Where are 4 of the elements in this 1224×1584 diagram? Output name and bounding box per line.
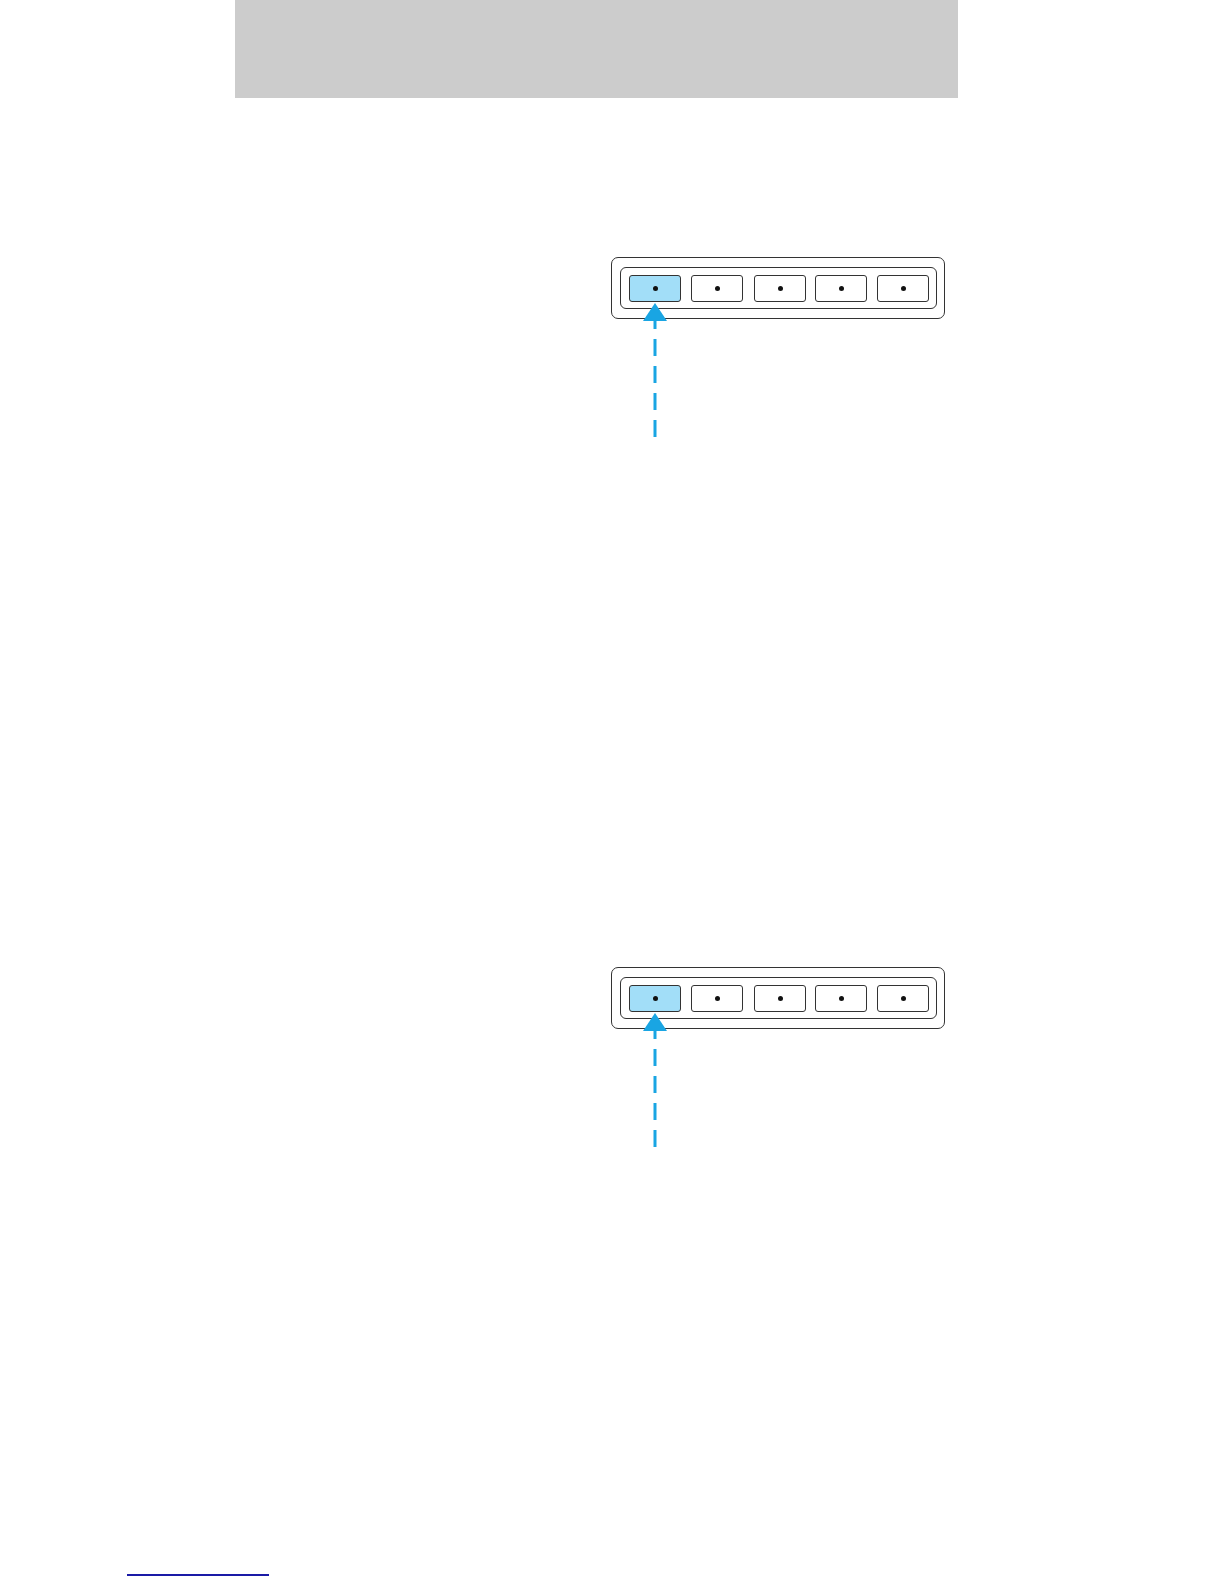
keypad-button — [629, 275, 681, 302]
arrow — [643, 303, 667, 437]
keypad-button — [629, 985, 681, 1012]
arrow — [643, 1013, 667, 1147]
